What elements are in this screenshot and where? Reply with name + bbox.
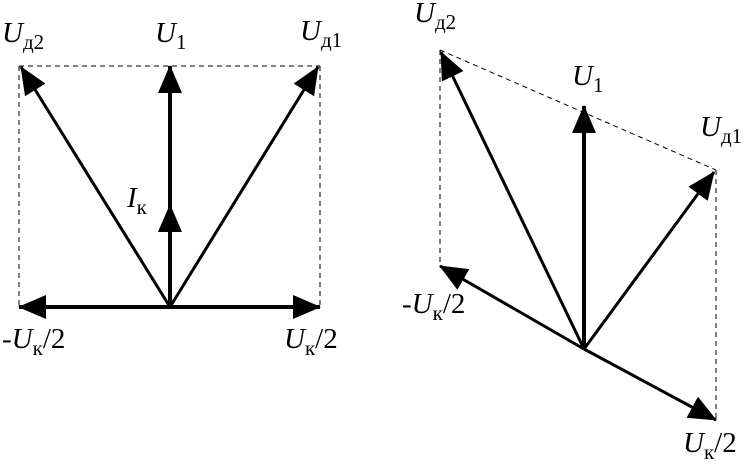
- left-vector-ud2: [19, 66, 172, 308]
- left-label-uk2: Uк/2: [284, 323, 338, 360]
- left-label-ud2: Uд2: [2, 17, 44, 54]
- right-vector-minus-uk2: [439, 264, 585, 351]
- right-diagram: Uд2 U1 Uд1 -Uк/2 Uк/2: [402, 0, 742, 464]
- left-label-ud1: Uд1: [300, 15, 342, 52]
- left-vectors: [18, 65, 321, 319]
- left-vector-ud1: [168, 66, 320, 308]
- left-label-ik: Iк: [126, 182, 148, 219]
- right-label-minus-uk2: -Uк/2: [402, 288, 465, 325]
- right-dashed-frame: [439, 49, 717, 420]
- right-vector-uk2: [583, 347, 717, 422]
- right-label-ud1: Uд1: [700, 111, 742, 148]
- right-label-ud2: Uд2: [414, 0, 456, 34]
- right-label-uk2: Uк/2: [683, 427, 737, 464]
- right-vector-ud2: [439, 51, 586, 350]
- right-vector-ud1: [582, 171, 716, 350]
- left-dashed-frame: [18, 65, 321, 307]
- left-label-u1: U1: [155, 17, 186, 54]
- left-diagram: Uд2 U1 Uд1 Iк -Uк/2 Uк/2: [2, 15, 342, 360]
- right-vectors: [439, 51, 717, 422]
- left-label-minus-uk2: -Uк/2: [2, 323, 65, 360]
- right-label-u1: U1: [572, 60, 603, 97]
